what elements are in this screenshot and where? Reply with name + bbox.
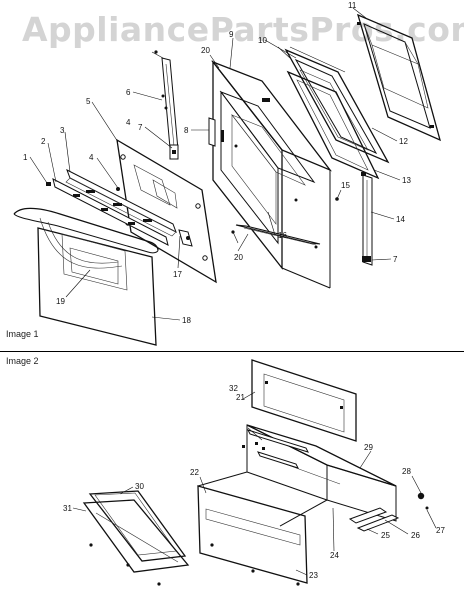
part-8-hinge-bracket	[208, 117, 216, 147]
callout-6: 6	[126, 88, 131, 97]
callout-21: 21	[236, 393, 245, 402]
callout-13: 13	[402, 176, 411, 185]
part-28-roller	[417, 492, 425, 500]
callout-31: 31	[63, 504, 72, 513]
leader-lines	[29, 7, 437, 576]
callout-27: 27	[436, 526, 445, 535]
part-17-bracket	[177, 229, 193, 269]
callout-29: 29	[364, 443, 373, 452]
callout-24: 24	[330, 551, 339, 560]
section-divider	[0, 351, 464, 352]
callout-7b: 7	[393, 255, 398, 264]
callout-8: 8	[184, 126, 189, 135]
part-12-window-frame	[284, 48, 390, 164]
part-22-drawer-front	[197, 485, 308, 584]
section-label-image-1: Image 1	[6, 329, 39, 339]
callout-4: 4	[89, 153, 94, 162]
part-27-screw	[425, 506, 429, 510]
part-5-inner-panel	[116, 138, 217, 284]
callout-26: 26	[411, 531, 420, 540]
callout-18: 18	[182, 316, 191, 325]
callout-1: 1	[23, 153, 28, 162]
callout-20b: 20	[234, 253, 243, 262]
part-14-hinge-channel	[361, 172, 373, 266]
callout-2: 2	[41, 137, 46, 146]
callout-19: 19	[56, 297, 65, 306]
part-1-end-cap	[46, 182, 51, 186]
part-13-inner-glass	[286, 70, 380, 180]
callout-32: 32	[229, 384, 238, 393]
callout-12: 12	[399, 137, 408, 146]
part-24-drawer-body	[197, 424, 397, 527]
part-9-door-liner	[211, 60, 332, 289]
part-16-trim-strip	[235, 224, 321, 249]
part-11-outer-frame	[356, 13, 441, 142]
callout-22: 22	[190, 468, 199, 477]
callout-20: 20	[201, 46, 210, 55]
section-label-image-2: Image 2	[6, 356, 39, 366]
callout-5: 5	[86, 97, 91, 106]
watermark-logo: AppliancePartsPros.com	[22, 10, 464, 49]
part-19-door-handle	[13, 207, 159, 269]
callout-7: 7	[138, 123, 143, 132]
callout-10: 10	[258, 36, 267, 45]
callout-23: 23	[309, 571, 318, 580]
callout-4b: 4	[126, 118, 131, 127]
callout-17: 17	[173, 270, 182, 279]
part-18-outer-door-panel	[37, 227, 157, 346]
part-4-screw	[116, 187, 120, 191]
part-31-drawer-panel	[82, 499, 190, 573]
part-2-control-strip	[52, 178, 169, 246]
part-7-hinge-receiver	[169, 144, 179, 160]
callout-28: 28	[402, 467, 411, 476]
callout-3: 3	[60, 126, 65, 135]
part-6-hinge-channel	[161, 57, 179, 151]
part-3-channel	[65, 168, 177, 237]
callout-15: 15	[341, 181, 350, 190]
part-21-side-rail	[242, 429, 309, 469]
callout-9: 9	[229, 30, 234, 39]
callout-14: 14	[396, 215, 405, 224]
callout-numbers: 1 2 3 4 5 6 7 8 9 10 11 12 13 14 15 16 1…	[23, 1, 445, 580]
drawer-screws	[89, 543, 300, 586]
callout-30: 30	[135, 482, 144, 491]
part-32-drawer-back	[251, 359, 357, 442]
callout-16: 16	[278, 231, 287, 240]
callout-25: 25	[381, 531, 390, 540]
part-25-slide-rail	[348, 507, 400, 532]
callout-11: 11	[348, 1, 357, 10]
